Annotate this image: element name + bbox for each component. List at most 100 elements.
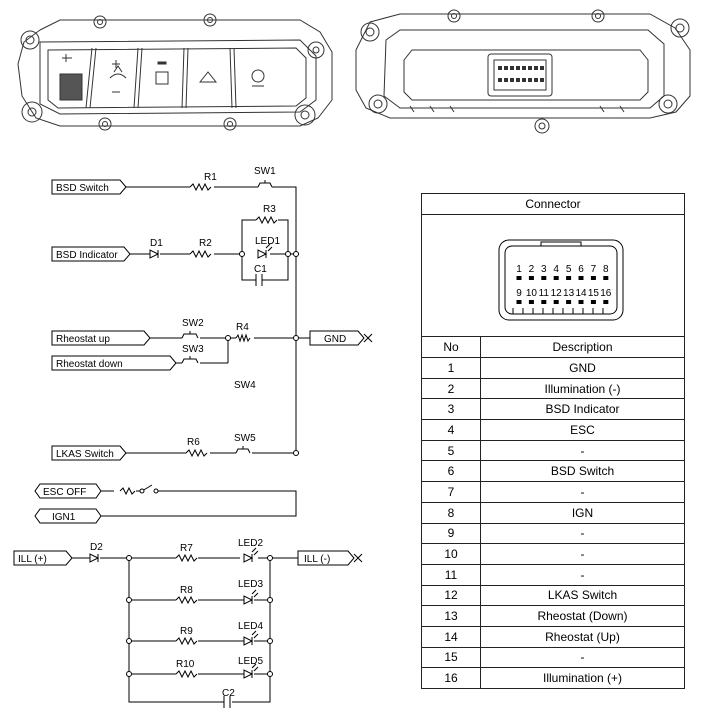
r7-resistor	[175, 553, 198, 563]
column-header-description: Description	[480, 336, 685, 358]
table-row: 11-	[421, 563, 685, 586]
r2-resistor	[189, 249, 212, 259]
connector-title: Connector	[421, 193, 685, 215]
sw2-label: SW2	[182, 318, 204, 329]
pin-label: 4	[553, 264, 559, 275]
pin-label: 11	[539, 288, 550, 299]
pin-number: 3	[421, 398, 481, 421]
r9-resistor	[175, 636, 198, 646]
pin-description: -	[480, 563, 685, 586]
led5-label: LED5	[238, 656, 263, 667]
rheostat-up-terminal: Rheostat up	[51, 330, 151, 346]
r4-label: R4	[236, 322, 249, 333]
pin-number: 13	[421, 605, 481, 627]
pin-label: 8	[603, 264, 609, 275]
pin-label: 2	[529, 264, 535, 275]
pin-number: 12	[421, 584, 481, 607]
c1-label: C1	[254, 264, 267, 275]
d2-label: D2	[90, 542, 103, 553]
d2-diode	[89, 553, 100, 563]
esc-off-label: ESC OFF	[43, 487, 86, 498]
r6-resistor	[185, 448, 208, 458]
pin-description: IGN	[480, 501, 685, 524]
pin-contact	[528, 275, 534, 280]
sw3-label: SW3	[182, 344, 204, 355]
pin-number: 7	[421, 481, 481, 503]
pin-description: Illumination (-)	[480, 377, 685, 400]
pin-description: -	[480, 646, 685, 669]
pin-contact	[590, 299, 596, 304]
r4-resistor	[235, 333, 251, 343]
pin-number: 11	[421, 563, 481, 586]
wiring-schematic: BSD Switch BSD Indicator Rheostat up Rhe…	[13, 166, 373, 708]
r6-label: R6	[187, 437, 200, 448]
sw1-switch	[257, 180, 273, 188]
pin-number: 15	[421, 646, 481, 669]
rheostat-down-label: Rheostat down	[56, 359, 123, 370]
r10-resistor	[175, 669, 198, 679]
pin-contact	[541, 275, 547, 280]
table-row: 9-	[421, 522, 685, 545]
pin-contact	[566, 275, 572, 280]
table-row: 7-	[421, 481, 685, 503]
ill-plus-label: ILL (+)	[18, 554, 47, 565]
pin-description: Illumination (+)	[480, 667, 685, 689]
lkas-switch-label: LKAS Switch	[56, 449, 114, 460]
pin-contact	[578, 275, 584, 280]
pin-number: 14	[421, 625, 481, 648]
c2-label: C2	[222, 688, 235, 699]
led4-diode	[243, 630, 259, 646]
pin-contact	[541, 299, 547, 304]
sw1-label: SW1	[254, 166, 276, 177]
pin-contact	[566, 299, 572, 304]
switch-rear-view-illustration	[355, 9, 691, 134]
ign1-terminal: IGN1	[34, 508, 102, 524]
r10-label: R10	[176, 659, 195, 670]
pin-number: 5	[421, 439, 481, 462]
r3-label: R3	[263, 204, 276, 215]
pin-number: 2	[421, 377, 481, 400]
bsd-switch-label: BSD Switch	[56, 183, 109, 194]
r9-label: R9	[180, 626, 193, 637]
pin-number: 8	[421, 501, 481, 524]
pin-description: -	[480, 522, 685, 545]
pin-label: 10	[526, 288, 538, 299]
pin-description: BSD Switch	[480, 460, 685, 483]
pin-label: 13	[563, 288, 575, 299]
lkas-switch-terminal: LKAS Switch	[51, 445, 127, 461]
ill-minus-label: ILL (-)	[304, 554, 330, 565]
pin-description: LKAS Switch	[480, 584, 685, 607]
ign1-label: IGN1	[52, 512, 76, 523]
c1-capacitor	[255, 274, 263, 286]
pin-number: 4	[421, 419, 481, 441]
table-row: 5-	[421, 439, 685, 462]
led2-diode	[243, 547, 259, 563]
pin-label: 7	[591, 264, 597, 275]
sw5-label: SW5	[234, 433, 256, 444]
rheostat-up-label: Rheostat up	[56, 334, 110, 345]
r3-resistor	[255, 215, 278, 225]
pin-label: 6	[578, 264, 584, 275]
switch-front-view-illustration	[17, 13, 333, 131]
d1-diode	[149, 249, 160, 259]
pin-contact	[553, 299, 559, 304]
pin-description: -	[480, 439, 685, 462]
pin-label: 1	[516, 264, 522, 275]
pin-number: 9	[421, 522, 481, 545]
pin-number: 1	[421, 357, 481, 379]
sw3-switch	[181, 356, 199, 364]
gnd-label: GND	[324, 334, 346, 345]
bsd-indicator-terminal: BSD Indicator	[51, 246, 131, 262]
led4-label: LED4	[238, 621, 263, 632]
d1-label: D1	[150, 238, 163, 249]
